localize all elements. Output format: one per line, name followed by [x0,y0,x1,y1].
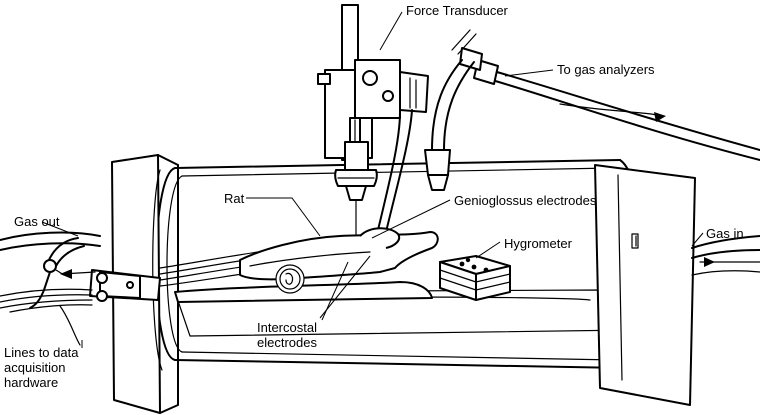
label-lines-line3: hardware [4,375,59,390]
label-gas-in: Gas in [706,226,744,241]
label-rat: Rat [224,191,245,206]
sampling-tube [424,29,477,191]
force-transducer-stand [317,4,429,233]
label-intercostal-line1: Intercostal [257,320,317,335]
gas-out-tubing [0,231,101,309]
label-intercostal-line2: electrodes [257,335,317,350]
label-lines-line1: Lines to data [4,345,79,360]
latch-clamp [89,269,161,302]
gas-analyzer-hose [459,47,760,161]
label-lines-to-data: Lines to data acquisition hardware [4,345,104,390]
label-force-transducer: Force Transducer [406,3,508,18]
hygrometer-box [439,255,511,301]
leader-lines [41,11,704,348]
right-end-plate [594,164,696,406]
label-gas-out: Gas out [14,214,60,229]
label-to-gas-analyzers: To gas analyzers [557,62,655,77]
label-hygrometer: Hygrometer [504,236,572,251]
label-genioglossus-electrodes: Genioglossus electrodes [454,193,597,208]
gas-in-tubing [691,235,760,276]
rat-figure [174,227,439,303]
data-lines-bundle [0,288,93,346]
label-intercostal-electrodes: Intercostal electrodes [257,320,347,350]
top-port [334,141,378,235]
label-lines-line2: acquisition [4,360,66,375]
